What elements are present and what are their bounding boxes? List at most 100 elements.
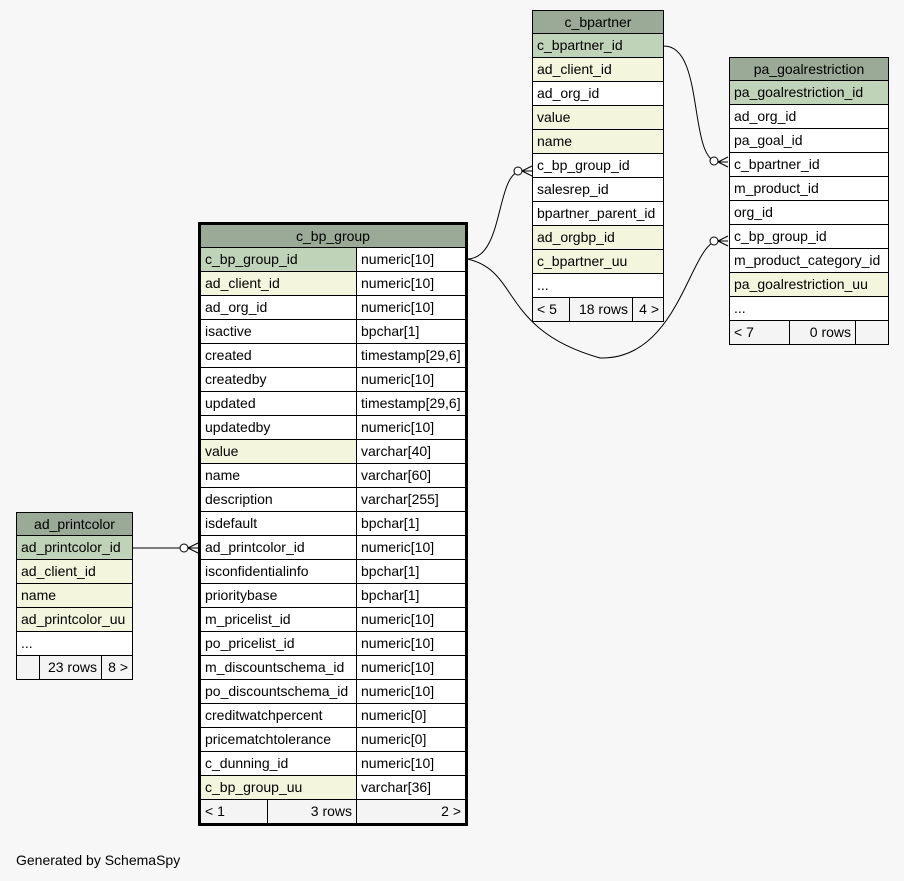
column-name: pricematchtolerance bbox=[201, 728, 356, 751]
column-name: creditwatchpercent bbox=[201, 704, 356, 727]
column-name: c_bpartner_id bbox=[533, 34, 663, 57]
table-title: ad_printcolor bbox=[17, 513, 132, 536]
column-row[interactable]: pa_goalrestriction_uu bbox=[730, 273, 888, 297]
column-row[interactable]: c_bp_group_id bbox=[730, 225, 888, 249]
table-footer: < 5 18 rows 4 > bbox=[533, 298, 663, 321]
column-row[interactable]: bpartner_parent_id bbox=[533, 202, 663, 226]
footer-parents bbox=[17, 656, 39, 679]
column-name: ad_orgbp_id bbox=[533, 226, 663, 249]
column-row[interactable]: c_bpartner_id bbox=[533, 34, 663, 58]
table-pa-goalrestriction[interactable]: pa_goalrestriction pa_goalrestriction_id… bbox=[729, 57, 889, 345]
column-name: created bbox=[201, 344, 356, 367]
column-row[interactable]: ad_org_id bbox=[533, 82, 663, 106]
column-row[interactable]: ad_orgbp_id bbox=[533, 226, 663, 250]
footer-children[interactable]: 4 > bbox=[632, 298, 663, 321]
column-type: bpchar[1] bbox=[356, 560, 465, 583]
column-type: bpchar[1] bbox=[356, 320, 465, 343]
column-row[interactable]: org_id bbox=[730, 201, 888, 225]
column-row[interactable]: c_bpartner_uu bbox=[533, 250, 663, 274]
column-row[interactable]: ad_printcolor_uu bbox=[17, 608, 132, 632]
column-row[interactable]: pa_goalrestriction_id bbox=[730, 81, 888, 105]
rel-bpgroup-goalrestriction bbox=[466, 240, 719, 359]
column-name: c_bpartner_uu bbox=[533, 250, 663, 273]
column-row[interactable]: salesrep_id bbox=[533, 178, 663, 202]
column-type: timestamp[29,6] bbox=[356, 344, 465, 367]
column-name: ad_printcolor_id bbox=[17, 536, 132, 559]
column-name: pa_goalrestriction_uu bbox=[730, 273, 888, 296]
column-row[interactable]: c_bpartner_id bbox=[730, 153, 888, 177]
table-title: pa_goalrestriction bbox=[730, 58, 888, 81]
column-row[interactable]: ... bbox=[533, 274, 663, 298]
column-row[interactable]: c_bp_group_id bbox=[533, 154, 663, 178]
column-name: c_bp_group_uu bbox=[201, 776, 356, 799]
column-row[interactable]: name bbox=[533, 130, 663, 154]
footer-children[interactable]: 8 > bbox=[101, 656, 132, 679]
column-name: value bbox=[533, 106, 663, 129]
column-name: ad_client_id bbox=[17, 560, 132, 583]
column-row[interactable]: m_product_id bbox=[730, 177, 888, 201]
column-name: createdby bbox=[201, 368, 356, 391]
footer-children bbox=[855, 321, 888, 344]
column-row[interactable]: value bbox=[533, 106, 663, 130]
crowfoot-bpartner bbox=[521, 165, 533, 177]
footer-row-count: 23 rows bbox=[39, 656, 101, 679]
footer-row-count: 18 rows bbox=[569, 298, 632, 321]
column-row[interactable]: ... bbox=[17, 632, 132, 656]
footer-parents[interactable]: < 5 bbox=[537, 301, 557, 317]
column-row[interactable]: m_product_category_id bbox=[730, 249, 888, 273]
rel-bpgroup-bpartner bbox=[466, 170, 523, 260]
column-name: name bbox=[533, 130, 663, 153]
optional-marker-bpartner bbox=[513, 166, 523, 176]
column-name: ad_client_id bbox=[533, 58, 663, 81]
table-footer: 23 rows 8 > bbox=[17, 656, 132, 679]
column-type: numeric[0] bbox=[356, 728, 465, 751]
column-name: ad_client_id bbox=[201, 272, 356, 295]
column-name: ad_printcolor_uu bbox=[17, 608, 132, 631]
column-row[interactable]: pa_goal_id bbox=[730, 129, 888, 153]
footer-children[interactable]: 2 > bbox=[356, 800, 465, 823]
column-row[interactable]: ad_client_id bbox=[17, 560, 132, 584]
footer-parents[interactable]: < 1 bbox=[205, 803, 225, 819]
crowfoot-bpgroup-printcolor bbox=[187, 542, 199, 554]
column-row[interactable]: ad_org_id bbox=[730, 105, 888, 129]
column-name: m_pricelist_id bbox=[201, 608, 356, 631]
column-row[interactable]: name bbox=[17, 584, 132, 608]
column-row[interactable]: ad_printcolor_id bbox=[17, 536, 132, 560]
column-row[interactable]: ... bbox=[730, 297, 888, 321]
column-row[interactable]: ad_client_id bbox=[533, 58, 663, 82]
column-name: description bbox=[201, 488, 356, 511]
column-name: prioritybase bbox=[201, 584, 356, 607]
footer-parents[interactable]: < 7 bbox=[734, 324, 754, 340]
column-type: numeric[10] bbox=[356, 680, 465, 703]
column-type: numeric[0] bbox=[356, 704, 465, 727]
